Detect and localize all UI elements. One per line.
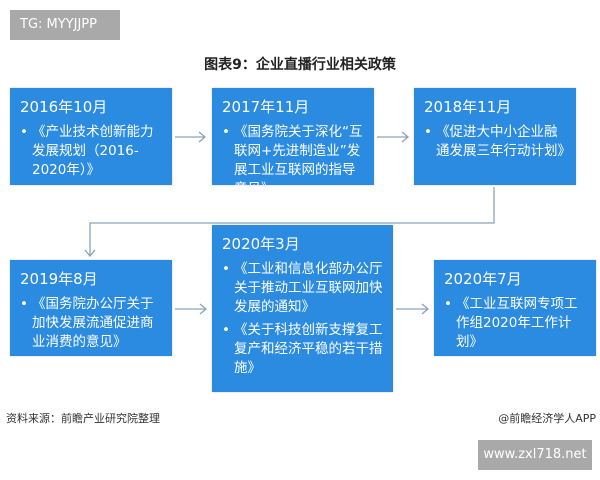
arrow-3-4 bbox=[84, 187, 495, 258]
policy-item: 《促进大中小企业融通发展三年行动计划》 bbox=[424, 123, 571, 161]
box-date: 2020年7月 bbox=[444, 270, 522, 288]
policy-item: 《关于科技创新支撑复工复产和经济平稳的若干措施》 bbox=[222, 321, 383, 378]
source-note: 资料来源：前瞻产业研究院整理 bbox=[6, 412, 160, 425]
policy-box-2020-03: 2020年3月 《工业和信息化部办公厅关于推动工业互联网加快发展的通知》 《关于… bbox=[212, 225, 393, 392]
policy-box-2020-07: 2020年7月 《工业互联网专项工作组2020年工作计划》 bbox=[434, 260, 596, 356]
policy-box-2018-11: 2018年11月 《促进大中小企业融通发展三年行动计划》 bbox=[414, 88, 576, 185]
policy-item: 《国务院办公厅关于加快发展流通促进商业消费的意见》 bbox=[20, 295, 162, 352]
policy-item: 《工业互联网专项工作组2020年工作计划》 bbox=[444, 295, 586, 352]
policy-item: 《工业和信息化部办公厅关于推动工业互联网加快发展的通知》 bbox=[222, 260, 383, 317]
arrow-5-6 bbox=[396, 303, 430, 315]
policy-box-2017-11: 2017年11月 《国务院关于深化“互联网+先进制造业”发展工业互联网的指导意见… bbox=[212, 88, 374, 185]
arrow-1-2 bbox=[175, 131, 207, 143]
policy-item: 《国务院关于深化“互联网+先进制造业”发展工业互联网的指导意见》 bbox=[222, 123, 364, 185]
arrow-4-5 bbox=[175, 303, 208, 315]
box-date: 2016年10月 bbox=[20, 98, 108, 116]
box-date: 2019年8月 bbox=[20, 270, 98, 288]
arrow-2-3 bbox=[377, 131, 410, 143]
policy-box-2016-10: 2016年10月 《产业技术创新能力发展规划（2016-2020年）》 bbox=[10, 88, 172, 185]
tg-badge: TG: MYYJJPP bbox=[10, 10, 120, 40]
figure-title: 图表9：企业直播行业相关政策 bbox=[204, 57, 396, 73]
box-date: 2018年11月 bbox=[424, 98, 512, 116]
watermark-badge: www.zxl718.net bbox=[478, 440, 592, 470]
policy-box-2019-08: 2019年8月 《国务院办公厅关于加快发展流通促进商业消费的意见》 bbox=[10, 260, 172, 356]
box-date: 2017年11月 bbox=[222, 98, 310, 116]
policy-item: 《产业技术创新能力发展规划（2016-2020年）》 bbox=[20, 123, 162, 180]
box-date: 2020年3月 bbox=[222, 235, 300, 253]
credit-note: @前瞻经济学人APP bbox=[498, 412, 596, 425]
